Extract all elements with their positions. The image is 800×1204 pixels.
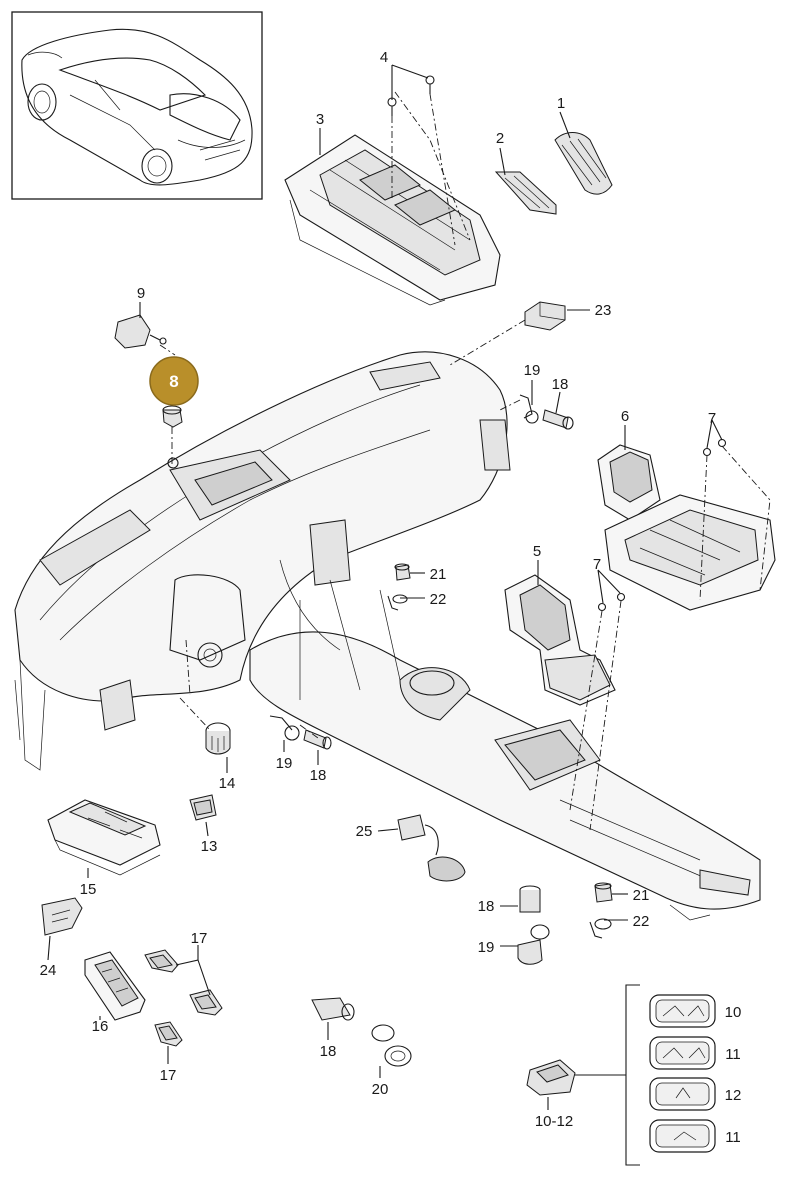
part-10-variant[interactable] — [649, 994, 716, 1028]
part-7-screws-lower[interactable] — [597, 592, 626, 612]
part-15-control-panel[interactable] — [47, 799, 161, 876]
part-21-bulb-socket-upper[interactable] — [394, 563, 411, 581]
part-25-module-with-harness[interactable] — [397, 814, 466, 882]
part-number-labels: 1 2 3 4 5 6 7 7 9 10 11 12 11 10-12 13 1… — [40, 49, 742, 1146]
assembly-lines — [159, 91, 771, 831]
part-18-bulb-middle[interactable] — [303, 729, 332, 750]
part-5-label: 5 — [533, 543, 541, 560]
part-18-bulb-bottom[interactable] — [311, 997, 355, 1021]
dashboard-assembly — [14, 351, 511, 771]
part-11-variant-upper[interactable] — [649, 1036, 716, 1070]
part-18-label-bottom: 18 — [320, 1043, 337, 1060]
part-25-label: 25 — [356, 823, 373, 840]
part-17-label-upper: 17 — [191, 930, 208, 947]
part-13-switch[interactable] — [189, 794, 217, 821]
part-22-bulb-holder-upper[interactable] — [387, 594, 408, 611]
part-2-trim-strip[interactable] — [494, 171, 557, 215]
part-19-bulb-holder-middle[interactable] — [269, 715, 300, 741]
part-4-screws[interactable] — [387, 75, 435, 116]
part-19-label-upper: 19 — [524, 362, 541, 379]
part-18-label-middle: 18 — [310, 767, 327, 784]
part-9-connector[interactable] — [114, 314, 167, 349]
part-16-label: 16 — [92, 1018, 109, 1035]
part-7-label-upper: 7 — [708, 410, 716, 427]
seat-switch-variants-bracket — [575, 984, 640, 1166]
part-12-variant[interactable] — [649, 1077, 716, 1111]
part-11-label-lower: 11 — [725, 1129, 741, 1146]
part-6-label: 6 — [621, 408, 629, 425]
part-10-label: 10 — [725, 1004, 742, 1021]
part-17-switches[interactable] — [144, 949, 223, 1047]
center-console — [249, 559, 761, 921]
part-20-label: 20 — [372, 1081, 389, 1098]
part-12-label: 12 — [725, 1087, 742, 1104]
part-7-label-lower: 7 — [593, 556, 601, 573]
part-18-bulb-upper[interactable] — [542, 409, 574, 430]
part-17-label-lower: 17 — [160, 1067, 177, 1084]
part-22-bulb-holder-lower[interactable] — [589, 918, 612, 939]
part-24-switch-panel[interactable] — [41, 897, 83, 936]
part-1-vent-grille[interactable] — [554, 132, 613, 195]
part-18-label-upper: 18 — [552, 376, 569, 393]
part-13-label: 13 — [201, 838, 218, 855]
part-20-retaining-ring[interactable] — [371, 1024, 412, 1067]
part-2-label: 2 — [496, 130, 504, 147]
leader-lines — [47, 64, 723, 1110]
part-10-12-seat-switch[interactable] — [526, 1059, 576, 1096]
part-19-bulb-holder-lower-center[interactable] — [517, 924, 550, 965]
part-8-sunload-sensor[interactable] — [162, 405, 183, 428]
part-21-label-lower: 21 — [633, 887, 650, 904]
part-1-label: 1 — [557, 95, 565, 112]
part-21-bulb-socket-lower[interactable] — [594, 882, 613, 903]
part-22-label-upper: 22 — [430, 591, 447, 608]
part-23-sensor[interactable] — [524, 301, 566, 331]
part-3-label: 3 — [316, 111, 324, 128]
part-14-label: 14 — [219, 775, 236, 792]
part-22-label-lower: 22 — [633, 913, 650, 930]
part-19-bulb-holder-upper[interactable] — [519, 394, 539, 424]
car-silhouette-icon — [21, 28, 253, 186]
vehicle-locator-inset — [11, 11, 263, 200]
highlighted-part-badge[interactable]: 8 — [149, 356, 199, 406]
part-8-label: 8 — [169, 372, 178, 391]
part-24-label: 24 — [40, 962, 57, 979]
part-9-label: 9 — [137, 285, 145, 302]
part-14-rotary-switch[interactable] — [205, 722, 231, 755]
part-15-label: 15 — [80, 881, 97, 898]
part-21-label-upper: 21 — [430, 566, 447, 583]
part-11-variant-lower[interactable] — [649, 1119, 716, 1153]
part-3-bracket[interactable] — [284, 134, 501, 306]
part-18-bulb-lower-center[interactable] — [519, 885, 541, 913]
part-18-label-lower-center: 18 — [478, 898, 495, 915]
part-23-label: 23 — [595, 302, 612, 319]
part-19-label-middle: 19 — [276, 755, 293, 772]
part-6-switch-panel[interactable] — [597, 444, 776, 611]
part-5-switch-module[interactable] — [504, 574, 616, 706]
part-11-label-upper: 11 — [725, 1046, 741, 1063]
part-19-label-lower-center: 19 — [478, 939, 495, 956]
part-4-label: 4 — [380, 49, 388, 66]
part-10-12-label: 10-12 — [535, 1113, 573, 1130]
part-16-window-switch-panel[interactable] — [84, 951, 146, 1021]
